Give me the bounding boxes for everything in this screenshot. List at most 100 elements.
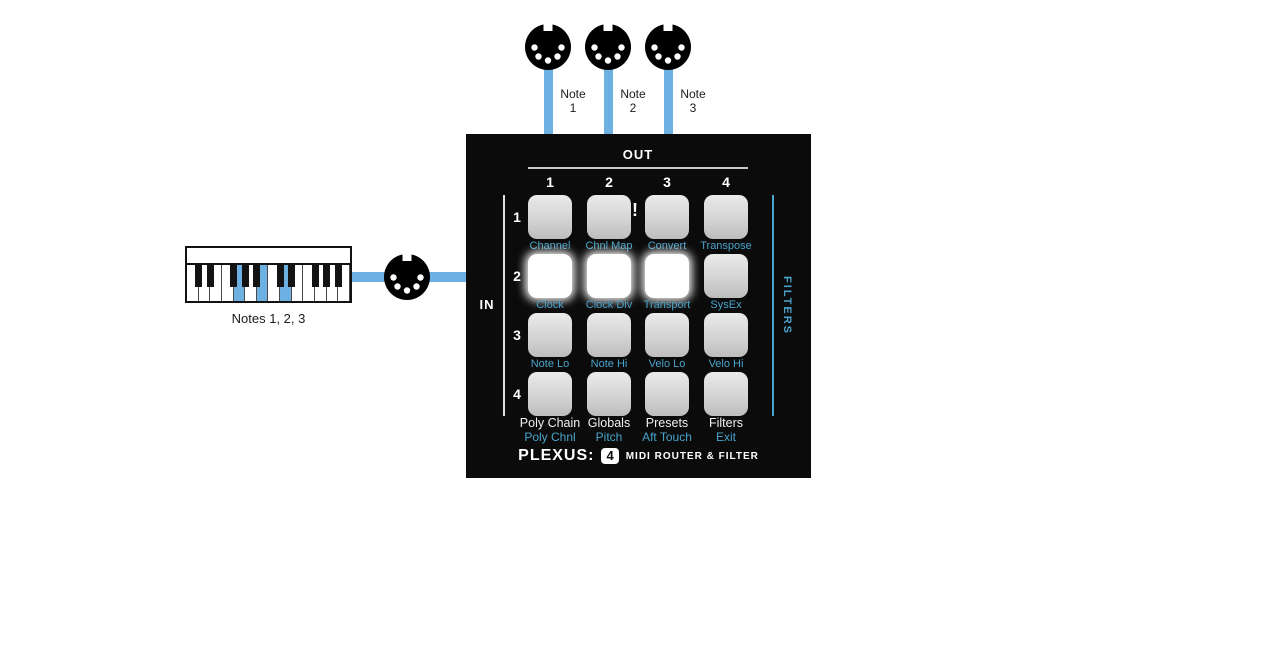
pad-filter-label: Aft Touch [642, 430, 692, 444]
pad-filter-label: Velo Lo [649, 358, 686, 370]
pad-button [645, 313, 689, 357]
pad-button [587, 195, 631, 239]
pad-button [704, 372, 748, 416]
filters-label: FILTERS [778, 195, 796, 416]
pad-filter-label: Channel [530, 240, 571, 252]
pad-button [528, 195, 572, 239]
pad-in4-out1: Poly ChainPoly Chnl [528, 372, 572, 416]
pad-button [587, 372, 631, 416]
in-label: IN [474, 297, 500, 312]
brand-model-badge: 4 [601, 448, 618, 464]
pad-filter-label: Note Lo [531, 358, 570, 370]
pad-in4-out4: FiltersExit [704, 372, 748, 416]
alert-icon: ! [632, 200, 638, 221]
out-number-3: 3 [645, 174, 689, 190]
pad-function-label: Poly Chain [520, 416, 580, 430]
black-key [335, 265, 342, 287]
midi-din-connector-icon [522, 21, 574, 73]
black-key [207, 265, 214, 287]
pad-in3-out1: Note Lo [528, 313, 572, 357]
pad-in4-out3: PresetsAft Touch [645, 372, 689, 416]
pad-button [704, 254, 748, 298]
pad-in2-out3: Transport [645, 254, 689, 298]
pad-in2-out2: Clock Div [587, 254, 631, 298]
midi-din-connector-icon [582, 21, 634, 73]
in-number-1: 1 [509, 209, 525, 225]
in-number-4: 4 [509, 386, 525, 402]
piano-keyboard [185, 246, 352, 303]
pad-in1-out4: Transpose [704, 195, 748, 239]
pad-button [704, 313, 748, 357]
midi-din-connector-icon [642, 21, 694, 73]
pad-in3-out3: Velo Lo [645, 313, 689, 357]
pad-filter-label: Exit [716, 430, 736, 444]
keyboard-frame [187, 248, 350, 265]
pad-filter-label: Note Hi [591, 358, 628, 370]
black-key [277, 265, 284, 287]
note-label-3: Note3 [670, 87, 716, 115]
pad-filter-label: Chnl Map [585, 240, 632, 252]
pad-filter-label: Poly Chnl [524, 430, 575, 444]
midi-out-connector-1 [522, 21, 574, 73]
out-number-4: 4 [704, 174, 748, 190]
black-key [195, 265, 202, 287]
pad-filter-label: Clock Div [586, 299, 632, 311]
pad-filter-label: SysEx [710, 299, 741, 311]
brand-name: PLEXUS: [518, 447, 594, 465]
keyboard-caption: Notes 1, 2, 3 [185, 311, 352, 326]
out-divider-line [528, 167, 748, 169]
pad-function-label: Globals [588, 416, 630, 430]
midi-din-connector-icon [381, 251, 433, 303]
black-key [253, 265, 260, 287]
pad-button [528, 313, 572, 357]
midi-in-connector [381, 251, 433, 303]
pad-button [587, 313, 631, 357]
out-number-1: 1 [528, 174, 572, 190]
pad-in2-out1: Clock [528, 254, 572, 298]
pad-in3-out4: Velo Hi [704, 313, 748, 357]
pad-function-label: Presets [646, 416, 688, 430]
pad-filter-label: Convert [648, 240, 687, 252]
note-label-line2: 2 [610, 101, 656, 115]
pad-in1-out1: Channel [528, 195, 572, 239]
brand-tagline: MIDI ROUTER & FILTER [626, 451, 759, 462]
midi-out-connector-3 [642, 21, 694, 73]
pad-in4-out2: GlobalsPitch [587, 372, 631, 416]
pad-filter-label: Clock [536, 299, 564, 311]
note-label-line2: 1 [550, 101, 596, 115]
filters-bracket-line [772, 195, 774, 416]
note-label-line1: Note [550, 87, 596, 101]
pad-filter-label: Velo Hi [709, 358, 744, 370]
pad-filter-label: Transpose [700, 240, 752, 252]
black-key [288, 265, 295, 287]
black-key [242, 265, 249, 287]
pad-button [645, 195, 689, 239]
pad-filter-label: Transport [644, 299, 691, 311]
midi-out-connector-2 [582, 21, 634, 73]
pad-button [528, 372, 572, 416]
brand-logo: PLEXUS: 4 MIDI ROUTER & FILTER [466, 447, 811, 465]
pad-function-label: Filters [709, 416, 743, 430]
note-label-2: Note2 [610, 87, 656, 115]
out-number-2: 2 [587, 174, 631, 190]
pad-filter-label: Pitch [596, 430, 623, 444]
keyboard-keys [187, 265, 350, 301]
pad-in2-out4: SysEx [704, 254, 748, 298]
black-key [312, 265, 319, 287]
pad-button [645, 372, 689, 416]
black-key [230, 265, 237, 287]
pad-button-lit [587, 254, 631, 298]
pad-in1-out3: !Convert [645, 195, 689, 239]
note-label-line1: Note [670, 87, 716, 101]
pad-button [704, 195, 748, 239]
note-label-1: Note1 [550, 87, 596, 115]
plexus-device: OUT 1234 IN 1234 ChannelChnl Map!Convert… [466, 134, 811, 478]
pad-in3-out2: Note Hi [587, 313, 631, 357]
out-label: OUT [528, 147, 748, 162]
note-label-line2: 3 [670, 101, 716, 115]
in-number-3: 3 [509, 327, 525, 343]
note-label-line1: Note [610, 87, 656, 101]
in-number-2: 2 [509, 268, 525, 284]
pad-in1-out2: Chnl Map [587, 195, 631, 239]
